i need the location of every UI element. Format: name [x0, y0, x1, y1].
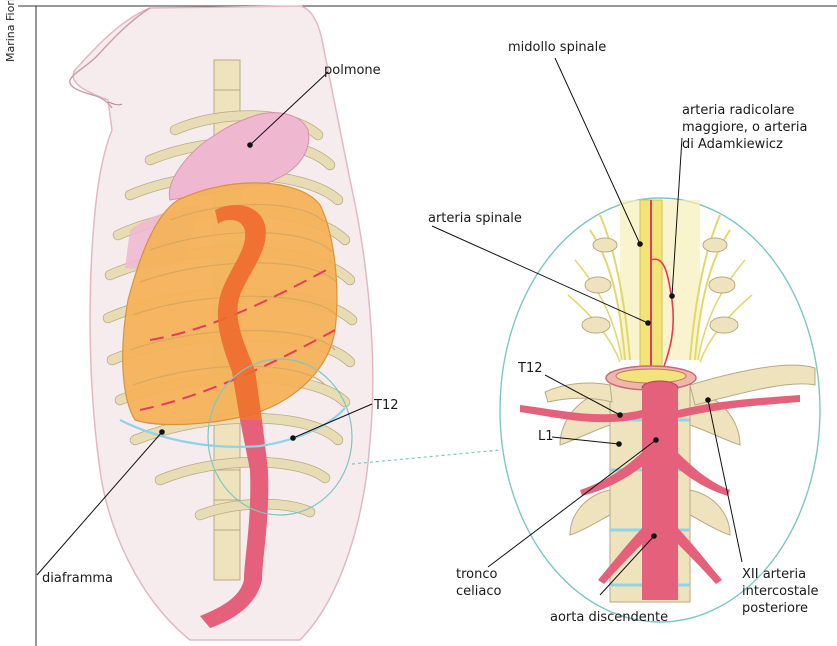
label-midollo-spinale: midollo spinale — [508, 40, 606, 55]
torso-figure — [70, 6, 500, 640]
label-t12-right: T12 — [517, 361, 542, 376]
label-tronco-line2: celiaco — [456, 584, 501, 599]
label-l1: L1 — [538, 429, 554, 444]
spinal-canal — [616, 369, 686, 383]
label-radicolare-line1: arteria radicolare — [682, 103, 794, 118]
label-diaframma: diaframma — [42, 571, 113, 586]
label-radicolare-line3: di Adamkiewicz — [682, 137, 783, 152]
zoom-view — [500, 198, 820, 622]
label-arteria-spinale: arteria spinale — [428, 211, 522, 226]
label-radicolare-line2: maggiore, o arteria — [682, 120, 807, 135]
label-polmone: polmone — [324, 63, 381, 78]
label-t12-left: T12 — [373, 398, 398, 413]
label-xii-line2: intercostale — [742, 584, 819, 599]
label-xii-line1: XII arteria — [742, 567, 806, 582]
zoom-connector — [352, 450, 500, 464]
label-tronco-line1: tronco — [456, 567, 497, 582]
label-xii-line3: posteriore — [742, 601, 808, 616]
label-aorta-discendente: aorta discendente — [550, 610, 668, 625]
credit-text: Marina Fiori — [4, 0, 17, 62]
